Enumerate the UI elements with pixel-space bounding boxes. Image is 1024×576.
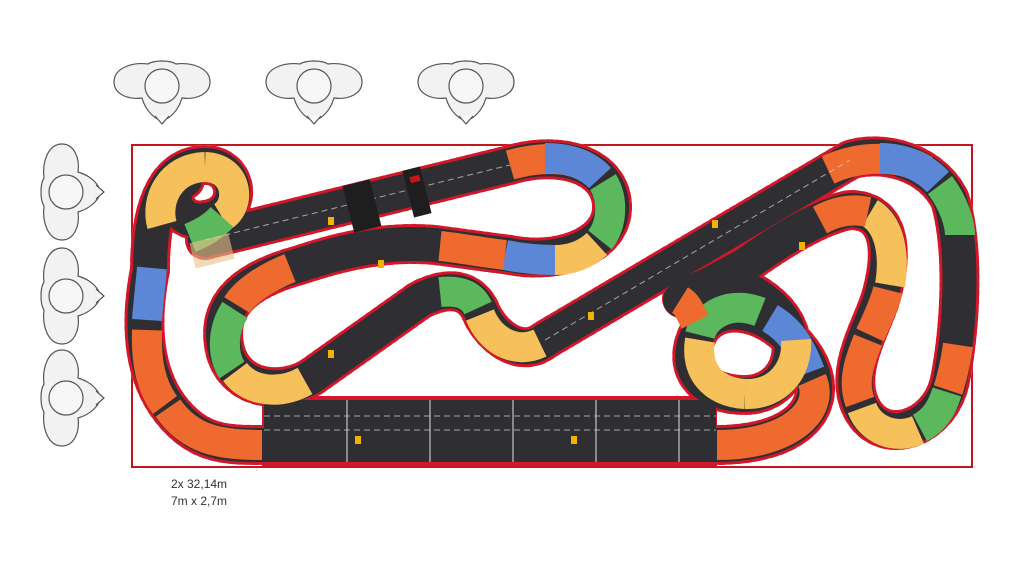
crossover-overlay: [189, 233, 235, 269]
segment-dividers: [346, 400, 680, 462]
footprint-label: 7m x 2,7m: [171, 494, 228, 508]
lane-length-label: 2x 32,14m: [171, 477, 228, 491]
spectator-top-1: [113, 60, 211, 125]
spectator-left-3: [40, 349, 105, 447]
curve-segments: [131, 143, 975, 460]
main-straight: [264, 400, 716, 462]
spectator-top-3: [417, 60, 515, 125]
spectator-left-2: [40, 247, 105, 345]
pit-building-icon: [342, 166, 432, 233]
position-markers: [328, 217, 805, 444]
lane-lines: [204, 159, 851, 431]
spectator-top-2: [265, 60, 363, 125]
spectator-left-1: [40, 143, 105, 241]
